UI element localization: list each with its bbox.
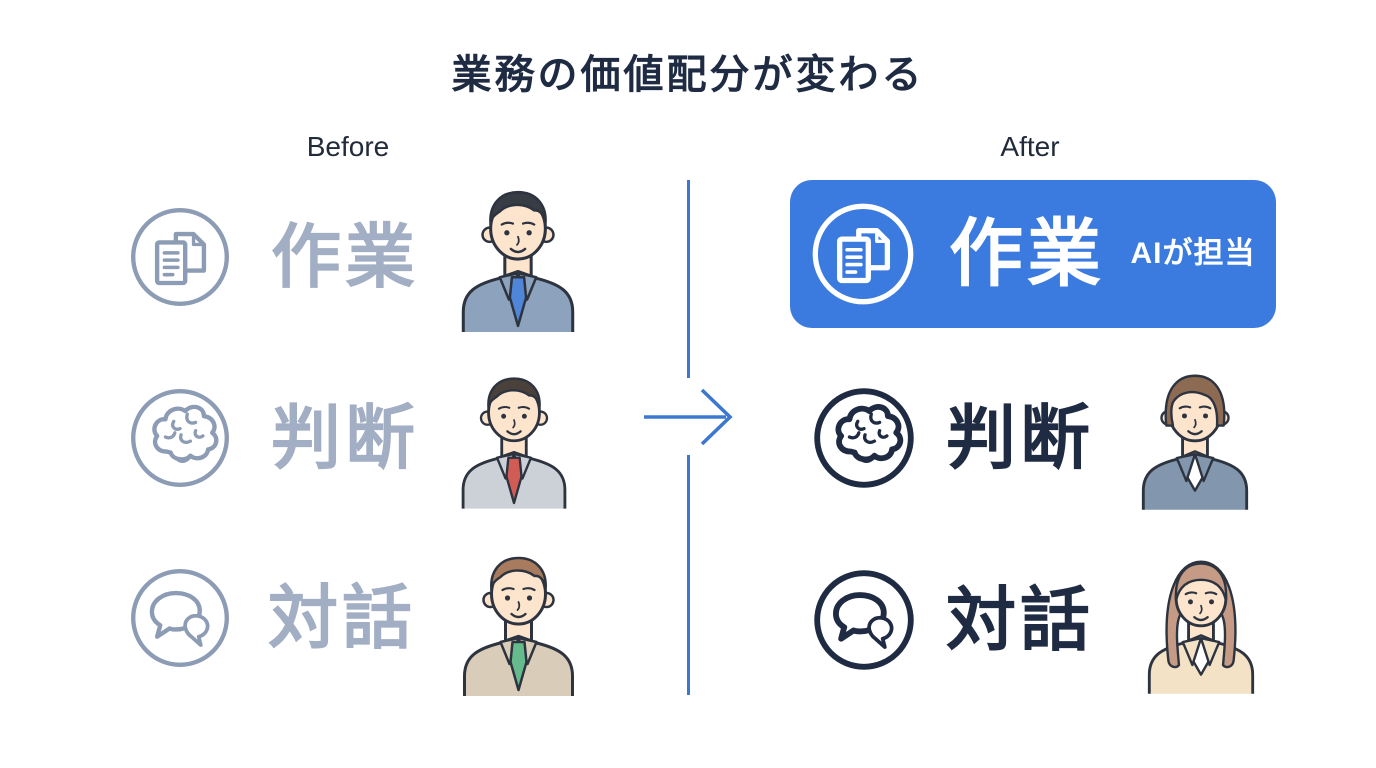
after-column-label: After [1000, 131, 1060, 162]
female-dialogue-avatar [1134, 545, 1268, 697]
before-judgment-label: 判断 [271, 399, 419, 477]
ai-assignee-badge: AIが担当 [1130, 237, 1256, 270]
after-task-label: 作業 [949, 212, 1105, 295]
divider-line-bottom [687, 455, 690, 695]
male-worker-avatar [442, 178, 594, 332]
before-column-label: Before [306, 131, 390, 162]
before-task-label: 作業 [271, 218, 419, 296]
transform-arrow-icon [644, 388, 733, 446]
after-judgment-label: 判断 [946, 399, 1094, 477]
documents-icon [810, 201, 916, 307]
female-judgment-avatar [1128, 361, 1262, 513]
divider-line-top [687, 180, 690, 378]
speech-bubbles-icon [812, 568, 916, 672]
brain-icon [812, 386, 916, 490]
page-title: 業務の価値配分が変わる [451, 53, 925, 97]
documents-icon [128, 205, 232, 309]
male-dialogue-avatar [447, 544, 590, 696]
brain-icon [128, 386, 232, 490]
before-dialogue-label: 対話 [268, 579, 416, 657]
male-judgment-avatar [448, 361, 580, 513]
after-dialogue-label: 対話 [946, 581, 1094, 659]
ai-task-highlight-card: 作業 AIが担当 [790, 180, 1276, 328]
speech-bubbles-icon [128, 566, 232, 670]
